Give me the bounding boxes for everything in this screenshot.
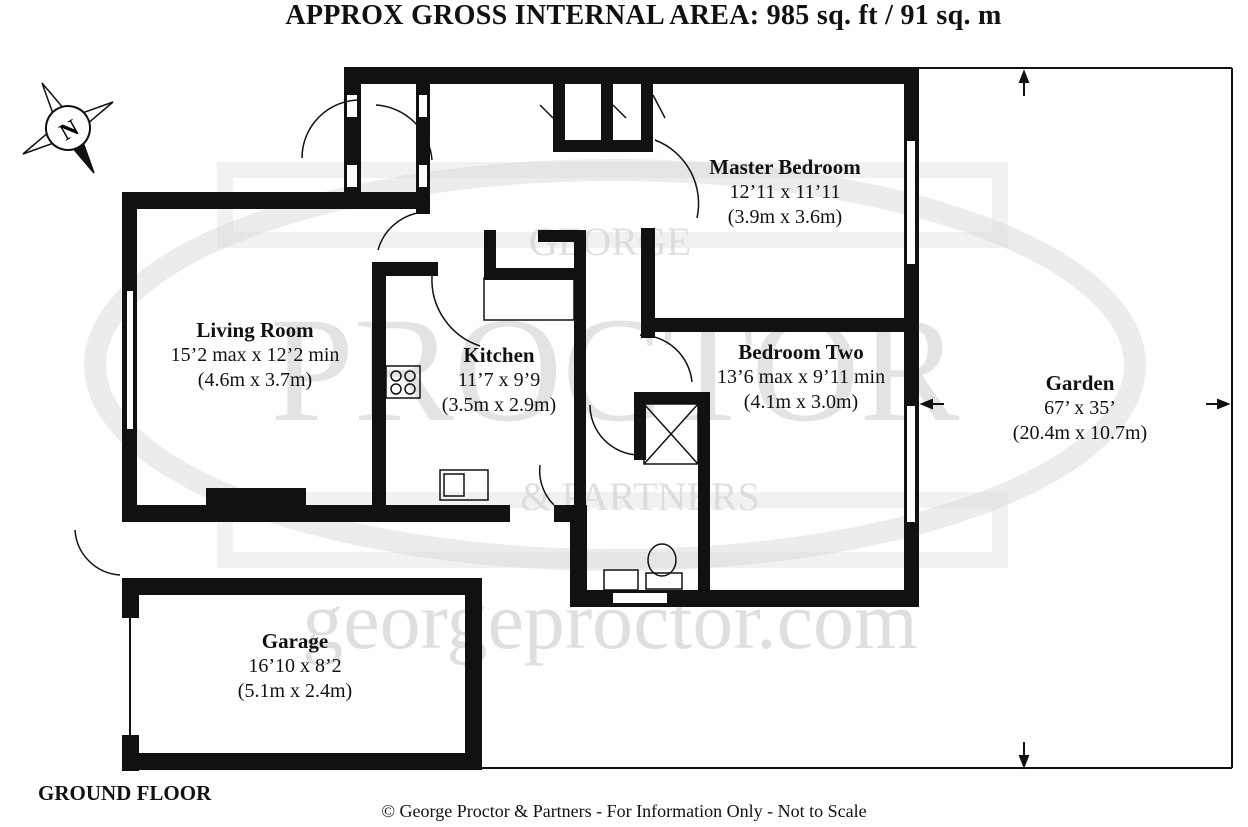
room-dimensions-imperial: 67’ x 35’ [1044, 397, 1116, 419]
hob-icon [385, 365, 421, 399]
room-dimensions-imperial: 13’6 max x 9’11 min [716, 366, 886, 388]
room-name: Living Room [196, 318, 314, 342]
room-dimensions-imperial: 12’11 x 11’11 [729, 181, 841, 203]
room-label-bedroom-two: Bedroom Two 13’6 max x 9’11 min (4.1m x … [696, 340, 906, 415]
page-title: APPROX GROSS INTERNAL AREA: 985 sq. ft /… [285, 0, 1002, 31]
room-label-garage: Garage 16’10 x 8’2 (5.1m x 2.4m) [205, 629, 385, 704]
windows [125, 93, 917, 605]
copyright-notice: © George Proctor & Partners - For Inform… [381, 801, 867, 821]
room-dimensions-metric: (20.4m x 10.7m) [1012, 422, 1148, 444]
floor-label: GROUND FLOOR [38, 781, 212, 805]
room-name: Garden [1045, 371, 1115, 395]
room-name: Bedroom Two [738, 340, 864, 364]
toilet-icon [647, 543, 677, 577]
compass-icon [22, 82, 114, 174]
sink-icon [439, 469, 489, 501]
room-name: Kitchen [463, 343, 535, 367]
room-label-garden: Garden 67’ x 35’ (20.4m x 10.7m) [990, 371, 1170, 446]
shower-tray-icon [643, 403, 699, 465]
fixtures [385, 277, 699, 591]
garden-boundary [478, 67, 1233, 769]
room-dimensions-metric: (4.1m x 3.0m) [743, 391, 859, 413]
room-name: Garage [261, 629, 329, 653]
room-label-kitchen: Kitchen 11’7 x 9’9 (3.5m x 2.9m) [412, 343, 586, 418]
room-label-master-bedroom: Master Bedroom 12’11 x 11’11 (3.9m x 3.6… [680, 155, 890, 230]
room-dimensions-metric: (3.5m x 2.9m) [441, 394, 557, 416]
room-dimensions-metric: (3.9m x 3.6m) [727, 206, 843, 228]
basin-icon [603, 569, 639, 591]
room-dimensions-imperial: 16’10 x 8’2 [248, 655, 342, 677]
room-dimensions-imperial: 11’7 x 9’9 [457, 369, 541, 391]
room-dimensions-metric: (4.6m x 3.7m) [197, 369, 313, 391]
room-dimensions-metric: (5.1m x 2.4m) [237, 680, 353, 702]
room-dimensions-imperial: 15’2 max x 12’2 min [170, 344, 340, 366]
room-name: Master Bedroom [709, 155, 861, 179]
door-swings [74, 94, 700, 576]
room-label-living-room: Living Room 15’2 max x 12’2 min (4.6m x … [150, 318, 360, 393]
